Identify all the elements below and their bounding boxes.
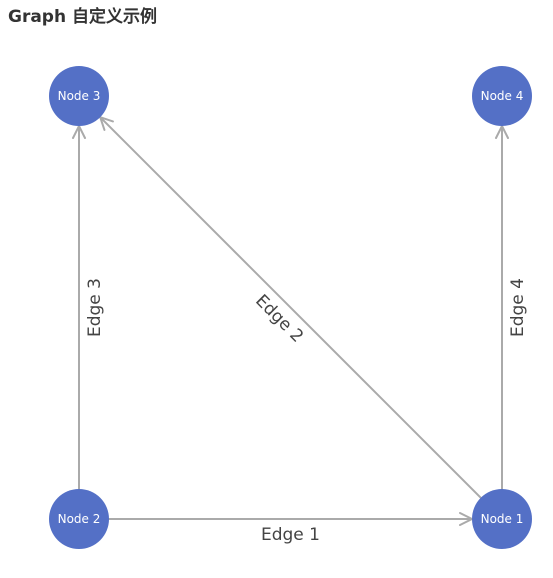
- graph-node-circle[interactable]: [49, 489, 109, 549]
- page-title: Graph 自定义示例: [8, 7, 157, 27]
- graph-edge-label: Edge 2: [251, 291, 307, 347]
- graph-node[interactable]: Node 4: [472, 66, 532, 126]
- graph-node-circle[interactable]: [472, 66, 532, 126]
- graph-node-circle[interactable]: [49, 66, 109, 126]
- graph-edge-label: Edge 3: [85, 278, 105, 337]
- graph-node-circle[interactable]: [472, 489, 532, 549]
- graph-node[interactable]: Node 1: [472, 489, 532, 549]
- graph-node-label: Node 2: [58, 512, 101, 526]
- graph-edge-label: Edge 4: [508, 278, 528, 337]
- graph-edge-line: [99, 116, 503, 520]
- graph-node-label: Node 1: [481, 512, 524, 526]
- graph-edge-label: Edge 1: [261, 525, 320, 545]
- graph-node-label: Node 4: [481, 89, 524, 103]
- graph-node[interactable]: Node 2: [49, 489, 109, 549]
- graph-node-label: Node 3: [58, 89, 101, 103]
- graph-node[interactable]: Node 3: [49, 66, 109, 126]
